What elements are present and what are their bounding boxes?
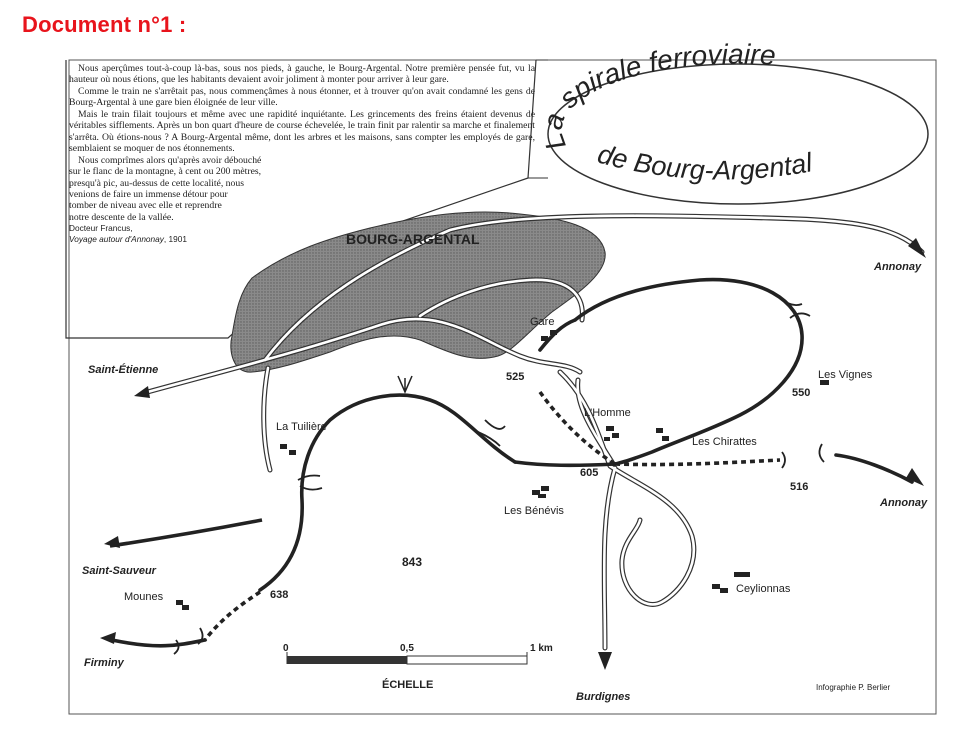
label-les-benevis: Les Bénévis [504,505,564,517]
town-area [230,211,606,373]
quote-line: venions de faire un immense détour pour [69,188,228,200]
label-gare: Gare [530,316,554,328]
quote-source-title: Voyage autour d'Annonay [69,234,164,245]
elevation-525: 525 [506,371,524,383]
label-la-tuiliere: La Tuilière [276,421,327,433]
scale-caption: ÉCHELLE [382,678,433,691]
credit: Infographie P. Berlier [816,683,890,692]
quote-source: Voyage autour d'Annonay, 1901 [69,234,535,245]
quote-source-year: , 1901 [163,234,187,245]
railway-tunnels [203,390,781,642]
label-firminy: Firminy [84,657,125,669]
label-ceylionnas: Ceylionnas [736,583,791,595]
elevation-638: 638 [270,589,288,601]
building-symbols [176,330,829,610]
quote-line: notre descente de la vallée. [69,211,174,223]
quote-author: Docteur Francus, [69,223,133,234]
quote-paragraph: Nous aperçûmes tout-à-coup là-bas, sous … [69,63,535,86]
label-saint-etienne: Saint-Étienne [88,363,158,376]
elevation-516: 516 [790,481,808,493]
quote-line: presqu'à pic, au-dessus de cette localit… [69,177,244,189]
label-annonay-right: Annonay [879,497,928,509]
quote-paragraph: Comme le train ne s'arrêtait pas, nous c… [69,85,535,109]
label-les-chirattes: Les Chirattes [692,436,757,448]
label-mounes: Mounes [124,591,164,603]
label-saint-sauveur: Saint-Sauveur [82,565,157,577]
label-bourg-argental: BOURG-ARGENTAL [346,231,480,247]
title-ellipse [547,63,929,205]
map-frame [68,59,937,715]
railway-line [110,277,914,648]
quote-paragraph: Mais le train filait toujours et même av… [69,108,535,155]
elevation-550: 550 [792,387,810,399]
quote-line: sur le flanc de la montagne, à cent ou 2… [69,166,262,178]
label-lhomme: L'Homme [584,407,631,419]
elevation-605: 605 [580,467,598,479]
scale-tick-0: 0 [283,643,289,654]
quote-text: Nous aperçûmes tout-à-coup là-bas, sous … [69,63,535,245]
elevation-843: 843 [402,555,422,569]
quote-line: tomber de niveau avec elle et reprendre [69,200,222,212]
tunnel-portals [173,297,825,655]
label-burdignes: Burdignes [576,691,630,703]
roads [141,213,925,651]
scale-tick-end: 1 km [530,643,553,654]
label-les-vignes: Les Vignes [818,369,873,381]
document-heading: Document n°1 : [22,12,187,37]
label-annonay-top: Annonay [873,261,922,273]
summit-marker [397,375,413,394]
quote-line: Nous comprîmes alors qu'après avoir débo… [78,154,262,166]
scale-bar [286,652,528,665]
scale-tick-half: 0,5 [400,643,414,654]
